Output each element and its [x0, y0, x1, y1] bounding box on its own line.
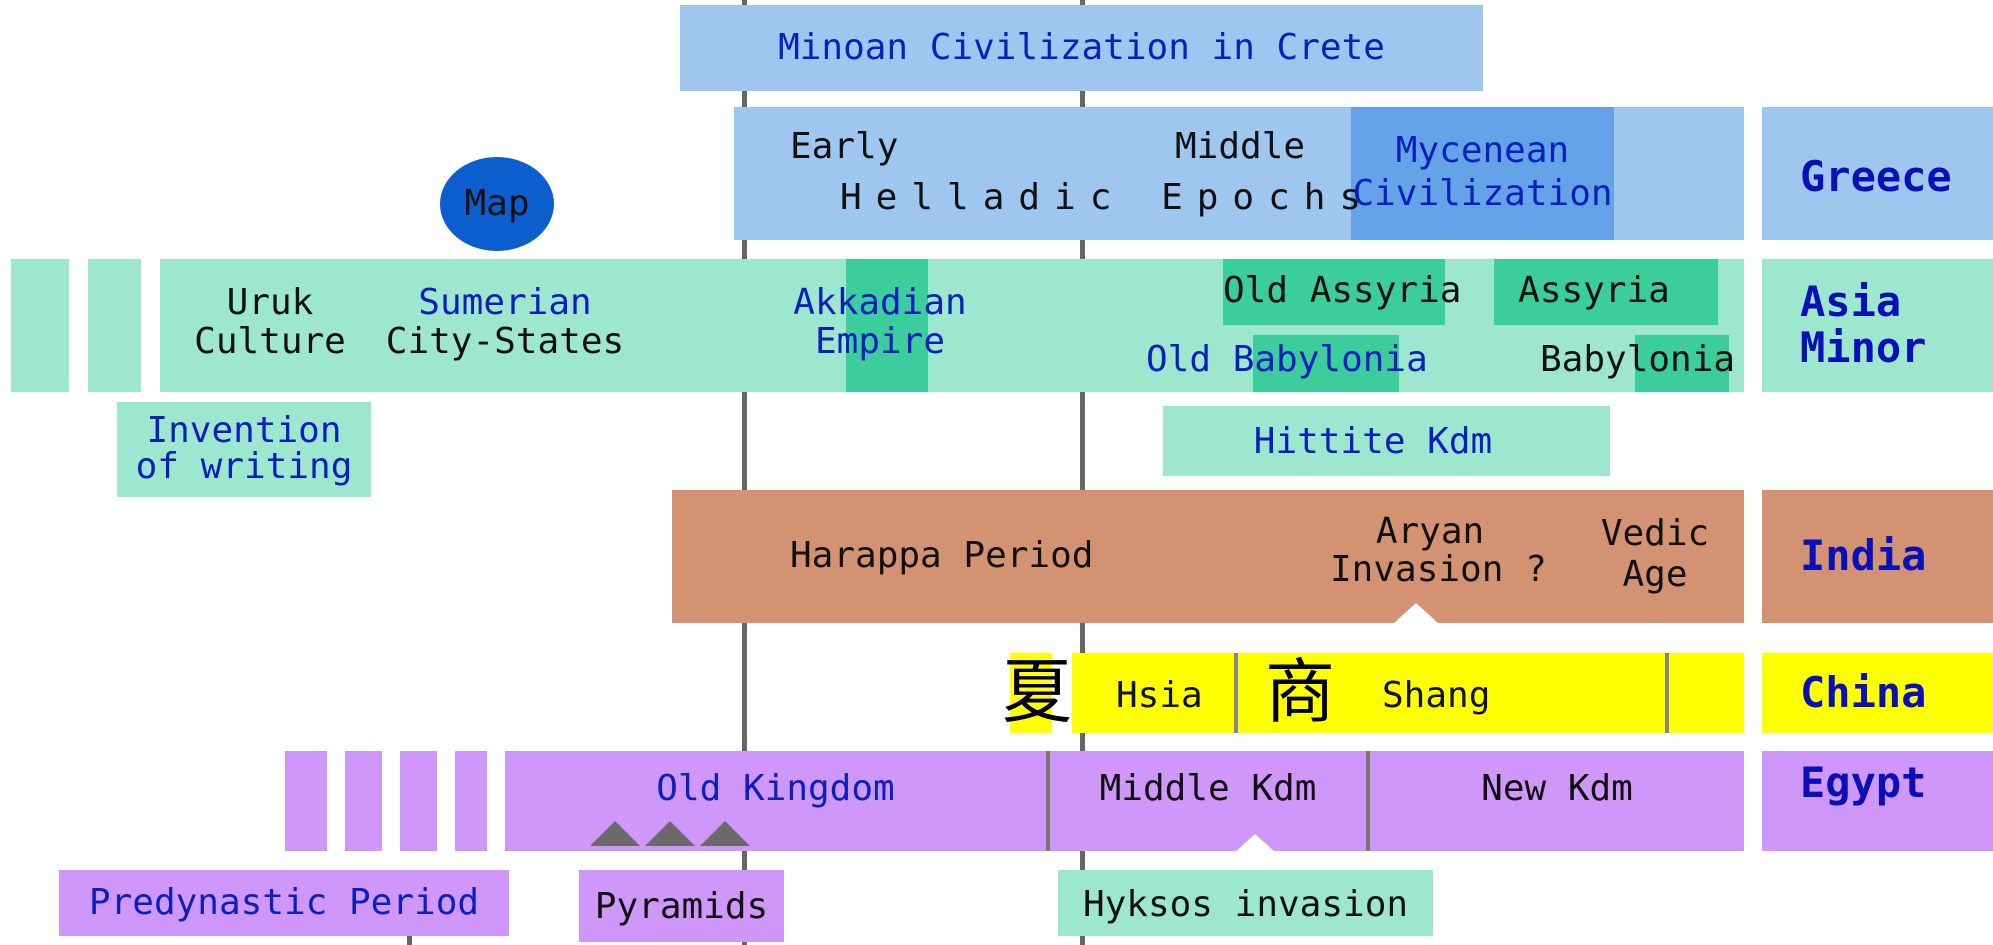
old-babylonia-label: Old Babylonia [1146, 339, 1428, 380]
hyksos-pointer [1233, 834, 1277, 854]
aryan-label-line1: Aryan [1375, 511, 1485, 552]
asia-prehistory-strip-2 [88, 259, 141, 392]
pyramids-label: Pyramids [594, 886, 769, 927]
hsia-shang-divider [1234, 653, 1238, 733]
timeline-divider-middle [742, 0, 747, 945]
shang-character: 商 [1265, 651, 1335, 733]
hsia-label: Hsia [1116, 675, 1203, 716]
hsia-char-bg [1010, 653, 1052, 733]
predynastic-label: Predynastic Period [88, 882, 480, 923]
akkadian-label-line1: Akkadian [793, 282, 967, 323]
writing-label-line2: of writing [135, 446, 353, 487]
early-helladic-label: Early [790, 126, 899, 167]
old-kingdom-label: Old Kingdom [656, 768, 895, 809]
mycenean-civilization-block[interactable] [1351, 107, 1614, 240]
timeline-divider-right [1080, 0, 1085, 945]
aryan-invasion-pointer [1394, 603, 1438, 623]
harappa-label: Harappa Period [790, 535, 1094, 576]
asia-minor-region-label-line2: Minor [1800, 323, 1927, 372]
hittite-label: Hittite Kdm [1253, 421, 1493, 462]
india-region-label: India [1800, 531, 1927, 580]
pyramid-icon [700, 821, 750, 846]
akkadian-highlight[interactable] [846, 259, 928, 392]
aryan-label-line2: Invasion ? [1330, 549, 1547, 590]
egypt-region-cell[interactable]: Egypt [1762, 751, 1993, 851]
middle-new-divider [1366, 751, 1370, 851]
asia-minor-region-cell[interactable]: Asia Minor [1762, 259, 1993, 392]
old-assyria-label: Old Assyria [1223, 270, 1462, 311]
old-middle-divider [1046, 751, 1050, 851]
assyria-block[interactable] [1494, 259, 1718, 325]
india-region-cell[interactable]: India [1762, 490, 1993, 623]
vedic-label-line2: Age [1622, 554, 1688, 595]
predynastic-period-box[interactable]: Predynastic Period [59, 870, 509, 936]
minoan-label: Minoan Civilization in Crete [778, 27, 1385, 68]
babylonia-label: Babylonia [1540, 339, 1736, 380]
india-bar[interactable] [672, 490, 1744, 623]
sumerian-label-line2: City-States [385, 321, 625, 362]
hyksos-invasion-box[interactable]: Hyksos invasion [1058, 870, 1433, 936]
asia-minor-main-bar[interactable] [160, 259, 1744, 392]
greece-region-cell[interactable]: Greece [1762, 107, 1993, 240]
old-assyria-block[interactable] [1223, 259, 1445, 325]
asia-prehistory-strip-1 [11, 259, 69, 392]
egypt-predynastic-strip-3 [400, 751, 437, 851]
uruk-label-line2: Culture [194, 321, 346, 362]
shang-end-divider [1665, 653, 1669, 733]
map-button-label: Map [464, 183, 530, 224]
timeline-divider-left [407, 935, 412, 945]
map-button[interactable]: Map [440, 157, 554, 251]
writing-label-line1: Invention [146, 410, 342, 451]
mycenean-label-line1: Mycenean [1395, 130, 1570, 171]
hittite-kingdom-box[interactable]: Hittite Kdm [1163, 406, 1610, 476]
china-bar[interactable] [1072, 653, 1744, 733]
helladic-epochs-label: Helladic Epochs [840, 177, 1376, 218]
pyramids-box[interactable]: Pyramids [579, 870, 784, 942]
middle-helladic-label: Middle [1175, 126, 1306, 167]
assyria-label: Assyria [1518, 270, 1670, 311]
babylonia-highlight[interactable] [1635, 335, 1729, 392]
new-kingdom-label: New Kdm [1481, 768, 1633, 809]
pyramid-icon [645, 821, 695, 846]
sumerian-label-line1: Sumerian [418, 282, 592, 323]
hsia-character: 夏 [1002, 651, 1072, 733]
vedic-label-line1: Vedic [1600, 513, 1710, 554]
greece-region-label: Greece [1800, 152, 1952, 201]
egypt-predynastic-strip-4 [455, 751, 487, 851]
egypt-predynastic-strip-2 [345, 751, 382, 851]
old-babylonia-highlight[interactable] [1253, 335, 1399, 392]
china-region-label: China [1800, 668, 1927, 717]
egypt-predynastic-strip-1 [285, 751, 327, 851]
egypt-region-label: Egypt [1800, 758, 1927, 807]
invention-of-writing-box[interactable]: Invention of writing [117, 402, 371, 497]
pyramid-icon [590, 821, 640, 846]
hyksos-label: Hyksos invasion [1082, 884, 1409, 925]
shang-label: Shang [1382, 675, 1491, 716]
middle-kingdom-label: Middle Kdm [1099, 768, 1317, 809]
akkadian-label-line2: Empire [814, 321, 946, 362]
mycenean-label-line2: Civilization [1352, 173, 1613, 214]
minoan-civilization-bar[interactable]: Minoan Civilization in Crete [680, 5, 1483, 91]
uruk-label-line1: Uruk [226, 282, 314, 323]
asia-minor-region-label-line1: Asia [1800, 277, 1902, 326]
china-region-cell[interactable]: China [1762, 653, 1993, 733]
